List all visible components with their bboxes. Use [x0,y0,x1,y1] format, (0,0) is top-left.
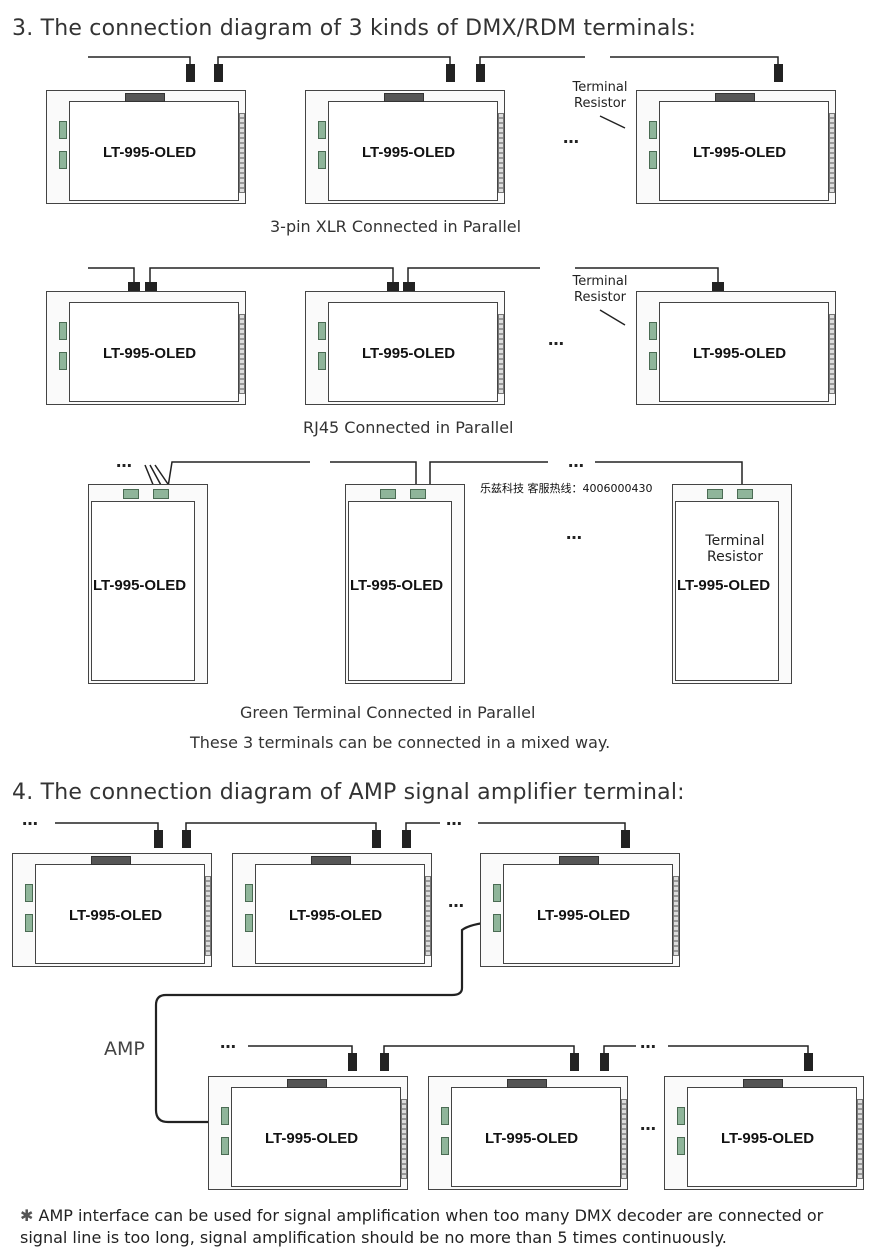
continuation-dots: … [640,1033,657,1052]
device-xlr-2: LT-995-OLED [305,90,505,204]
device-label: LT-995-OLED [693,345,787,362]
device-amp-1: LT-995-OLED [12,853,212,967]
amp-footnote: ✱ AMP interface can be used for signal a… [20,1205,870,1249]
continuation-dots: … [446,810,463,829]
device-green-3: LT-995-OLED [672,484,792,684]
device-label: LT-995-OLED [103,345,197,362]
device-green-2: LT-995-OLED [345,484,465,684]
continuation-dots: … [22,810,39,829]
device-label: LT-995-OLED [362,144,456,161]
device-label: LT-995-OLED [69,907,163,924]
device-label: LT-995-OLED [485,1130,579,1147]
device-label: LT-995-OLED [362,345,456,362]
continuation-dots: … [448,892,465,911]
device-label: LT-995-OLED [721,1130,815,1147]
mixed-connection-note: These 3 terminals can be connected in a … [190,733,611,752]
watermark: 乐兹科技 客服热线：4006000430 [480,482,653,495]
caption-rj45: RJ45 Connected in Parallel [303,418,514,437]
caption-xlr: 3-pin XLR Connected in Parallel [270,217,522,236]
device-amp-6: LT-995-OLED [664,1076,864,1190]
device-amp-3: LT-995-OLED [480,853,680,967]
device-xlr-1: LT-995-OLED [46,90,246,204]
continuation-dots: … [563,128,580,147]
device-rj45-3: LT-995-OLED [636,291,836,405]
device-label: LT-995-OLED [289,907,383,924]
device-amp-4: LT-995-OLED [208,1076,408,1190]
amp-label: AMP [104,1038,145,1060]
device-label: LT-995-OLED [265,1130,359,1147]
section-3-heading: 3. The connection diagram of 3 kinds of … [12,16,697,41]
continuation-dots: … [568,452,585,471]
continuation-dots: … [220,1033,237,1052]
device-amp-2: LT-995-OLED [232,853,432,967]
device-label: LT-995-OLED [350,577,444,594]
footnote-text: AMP interface can be used for signal amp… [20,1206,824,1247]
continuation-dots: … [548,330,565,349]
terminal-resistor-label: Terminal Resistor [705,533,765,565]
terminal-resistor-label: Terminal Resistor [572,274,628,305]
caption-green: Green Terminal Connected in Parallel [240,703,536,722]
footnote-marker: ✱ [20,1206,34,1225]
device-rj45-2: LT-995-OLED [305,291,505,405]
device-green-1: LT-995-OLED [88,484,208,684]
continuation-dots: … [566,524,583,543]
device-label: LT-995-OLED [103,144,197,161]
device-xlr-3: LT-995-OLED [636,90,836,204]
device-rj45-1: LT-995-OLED [46,291,246,405]
device-label: LT-995-OLED [693,144,787,161]
device-label: LT-995-OLED [537,907,631,924]
device-label: LT-995-OLED [677,577,771,594]
device-amp-5: LT-995-OLED [428,1076,628,1190]
terminal-resistor-label: Terminal Resistor [572,80,628,111]
section-4-heading: 4. The connection diagram of AMP signal … [12,780,685,805]
device-label: LT-995-OLED [93,577,187,594]
continuation-dots: … [640,1115,657,1134]
continuation-dots: … [116,452,133,471]
